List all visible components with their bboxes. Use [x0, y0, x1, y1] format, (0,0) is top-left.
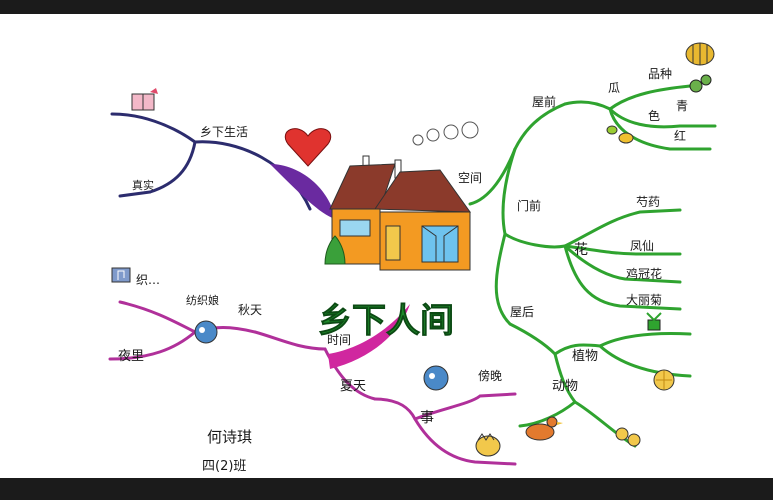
- front-item-color: 色: [648, 109, 660, 123]
- night-label: 夜里: [118, 349, 144, 364]
- plants-label: 植物: [572, 349, 598, 364]
- flower-item-dahlia: 大丽菊: [626, 293, 662, 307]
- plant-pot-icon: [646, 312, 662, 331]
- summer-thing-label: 事: [420, 410, 434, 426]
- melon-vine-icon: [606, 125, 634, 144]
- hedgehog-icon: [475, 433, 501, 457]
- paper-sheet: 乡下生活 真实 空间 屋前 瓜 品种 色 青 红: [0, 14, 773, 478]
- time-branch-root: [328, 304, 410, 369]
- chicks-icon: [615, 427, 641, 447]
- tree-icon: [324, 235, 346, 265]
- flower-item-balsam: 凤仙: [630, 239, 654, 253]
- time-label: 时间: [327, 333, 351, 347]
- central-house: [285, 121, 479, 271]
- duck-icon: [525, 416, 563, 441]
- life-label: 乡下生活: [200, 125, 248, 139]
- doorway-flower-label: 花: [574, 242, 588, 258]
- summer-meal-label: 傍晚: [478, 368, 502, 383]
- back-label: 屋后: [510, 305, 534, 319]
- animals-label: 动物: [552, 379, 578, 394]
- mind-map: 乡下生活 真实 空间 屋前 瓜 品种 色 青 红: [108, 42, 717, 474]
- heart-icon: [285, 128, 331, 167]
- central-title: 乡下人间: [318, 301, 454, 341]
- flower-item-cockscomb: 鸡冠花: [626, 266, 662, 281]
- summer-label: 夏天: [340, 379, 366, 394]
- life-sub-label: 真实: [132, 178, 154, 192]
- branch-time: [108, 300, 517, 466]
- author-class: 四(2)班: [202, 459, 246, 474]
- front-item-green: 青: [676, 99, 688, 113]
- front-item-variety: 品种: [648, 67, 672, 81]
- life-branch-root: [270, 164, 335, 219]
- doorway-label: 门前: [517, 198, 541, 213]
- music-note-icon: [111, 267, 131, 283]
- autumn-sub-label: 纺织娘: [186, 293, 219, 307]
- front-item-melon: 瓜: [608, 81, 620, 95]
- dinner-table-icon: [423, 365, 449, 391]
- author-name: 何诗琪: [207, 428, 252, 446]
- front-label: 屋前: [532, 94, 556, 109]
- book-icon: [131, 88, 158, 111]
- gourd-icon: [689, 74, 712, 93]
- cabbage-icon: [653, 369, 675, 391]
- pumpkin-icon: [685, 42, 715, 66]
- autumn-note: 织…: [136, 273, 160, 287]
- front-item-red: 红: [674, 128, 686, 143]
- flower-item-peony: 芍药: [636, 195, 660, 209]
- space-label: 空间: [458, 171, 482, 185]
- night-moon-icon: [194, 320, 218, 344]
- autumn-label: 秋天: [238, 303, 262, 317]
